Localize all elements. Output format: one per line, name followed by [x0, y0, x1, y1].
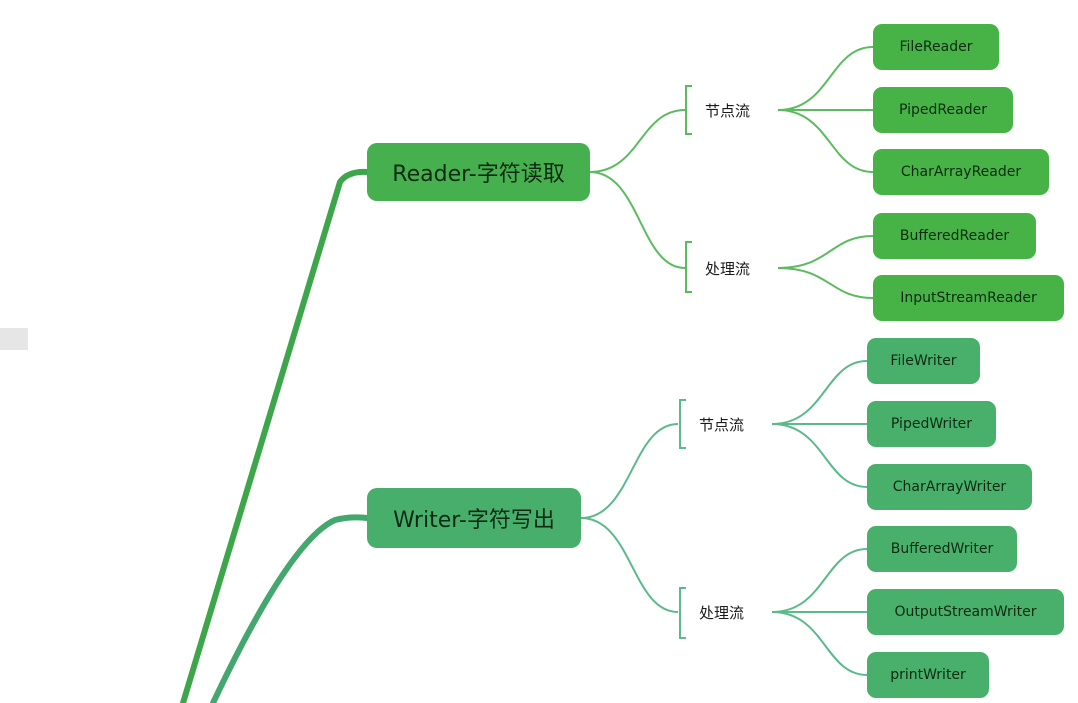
writer-node-stream-label: 节点流 — [699, 416, 745, 434]
edge-inputstreamreader — [777, 267, 874, 299]
writer-node[interactable]: Writer-字符写出 — [367, 488, 581, 548]
bracket-reader-node — [685, 85, 692, 135]
reader-node-stream-label: 节点流 — [705, 102, 751, 120]
reader-to-node-stream — [589, 109, 686, 173]
edge-filereader — [777, 46, 874, 111]
bracket-writer-processing — [679, 587, 686, 639]
leaf-filewriter[interactable]: FileWriter — [867, 338, 980, 384]
writer-to-processing-stream — [580, 517, 679, 613]
leaf-pipedwriter[interactable]: PipedWriter — [867, 401, 996, 447]
reader-processing-stream-label: 处理流 — [705, 260, 751, 278]
edge-filewriter — [771, 360, 868, 425]
leaf-bufferedwriter[interactable]: BufferedWriter — [867, 526, 1017, 572]
leaf-bufferedreader[interactable]: BufferedReader — [873, 213, 1036, 259]
leaf-outputstreamwriter[interactable]: OutputStreamWriter — [867, 589, 1064, 635]
reader-node[interactable]: Reader-字符读取 — [367, 143, 590, 201]
leaf-chararrayreader[interactable]: CharArrayReader — [873, 149, 1049, 195]
trunk-writer-line — [210, 514, 370, 703]
edge-printwriter — [771, 611, 868, 676]
leaf-inputstreamreader[interactable]: InputStreamReader — [873, 275, 1064, 321]
reader-to-processing-stream — [589, 171, 686, 269]
leaf-pipedreader[interactable]: PipedReader — [873, 87, 1013, 133]
edge-chararraywriter — [771, 423, 868, 488]
bracket-reader-processing — [685, 241, 692, 293]
left-edge-artifact — [0, 328, 28, 350]
edge-bufferedwriter — [771, 548, 868, 613]
leaf-chararraywriter[interactable]: CharArrayWriter — [867, 464, 1032, 510]
leaf-printwriter[interactable]: printWriter — [867, 652, 989, 698]
writer-processing-stream-label: 处理流 — [699, 604, 745, 622]
trunk-reader-line — [180, 168, 370, 703]
bracket-writer-node — [679, 399, 686, 449]
writer-to-node-stream — [580, 423, 679, 519]
leaf-filereader[interactable]: FileReader — [873, 24, 999, 70]
edge-bufferedreader — [777, 235, 874, 269]
edge-chararrayreader — [777, 109, 874, 173]
